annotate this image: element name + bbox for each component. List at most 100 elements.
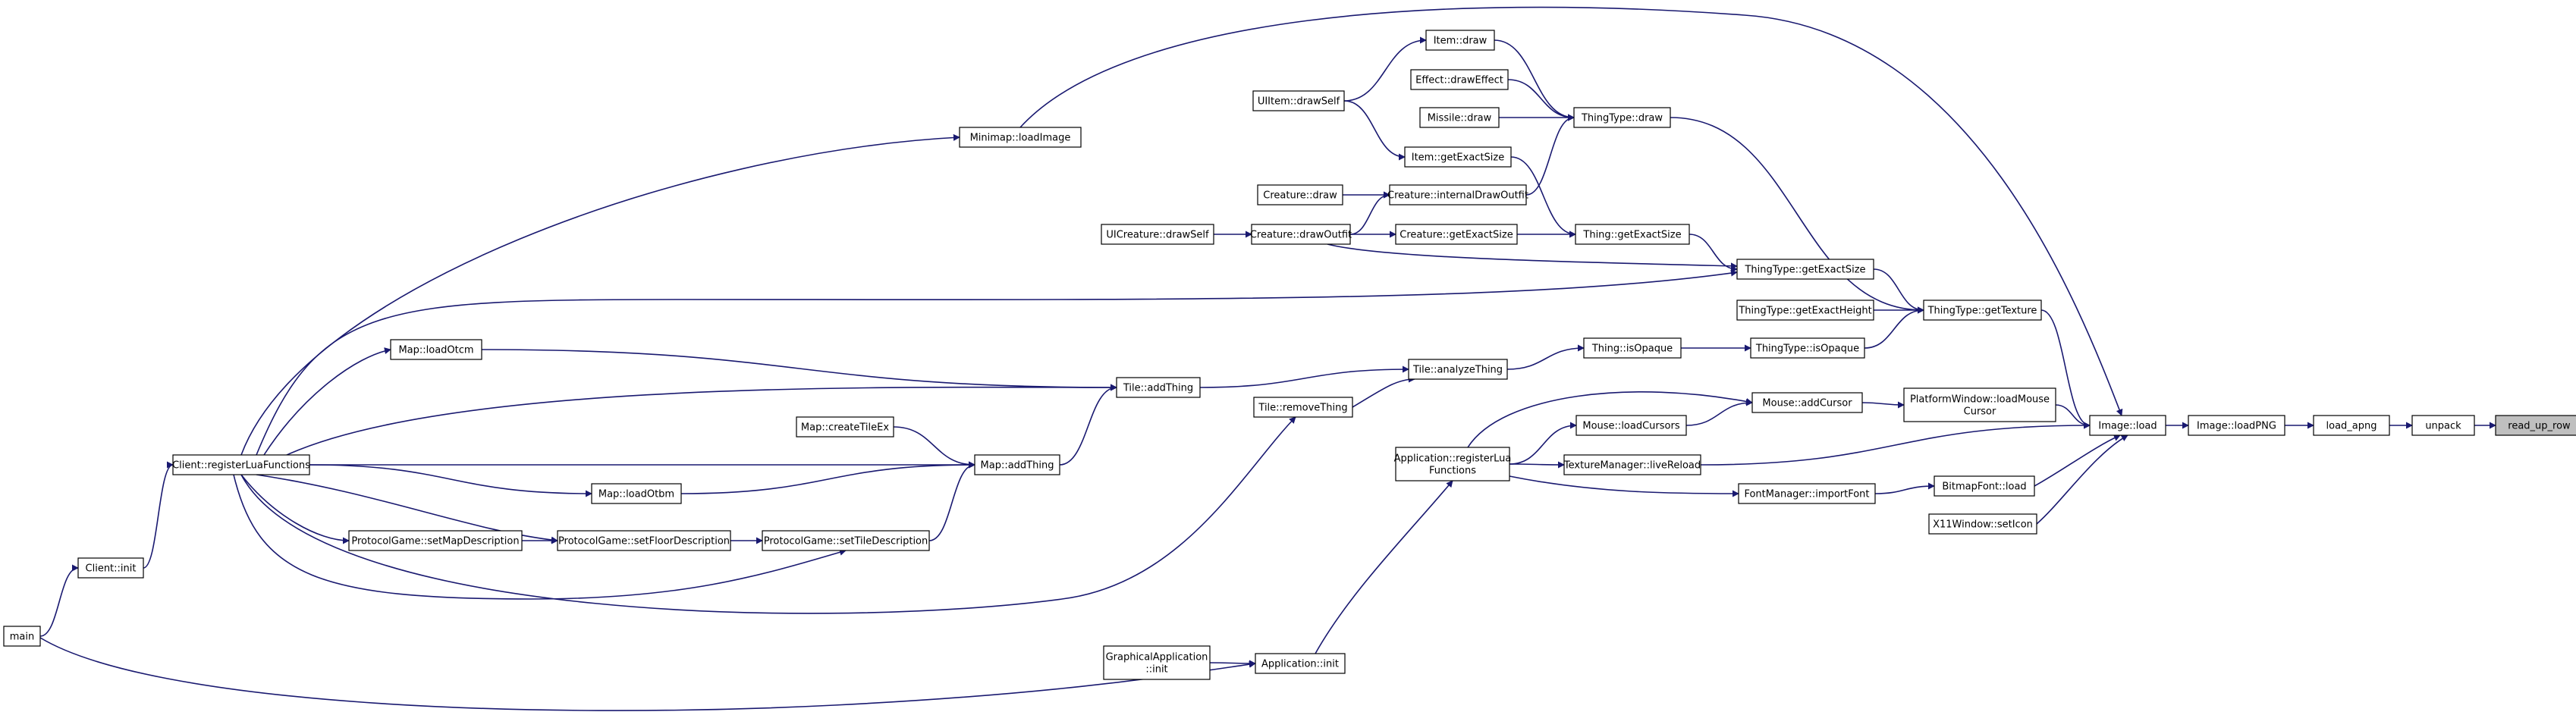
node-mouse-addcursor[interactable]: Mouse::addCursor (1751, 392, 1863, 413)
edge-app_registerlua-to-texturemanager_livereload (1509, 461, 1565, 469)
node-application-init[interactable]: Application::init (1255, 653, 1346, 674)
node-unpack[interactable]: unpack (2411, 415, 2475, 436)
node-client-registerlua[interactable]: Client::registerLuaFunctions (172, 454, 310, 475)
node-item-getexactsize[interactable]: Item::getExactSize (1404, 146, 1512, 168)
call-nodes: read_up_row unpack load_apng Image::loadPNG… (3, 30, 2576, 680)
node-label: Cursor (1964, 406, 1996, 418)
node-fontmanager-importfont[interactable]: FontManager::importFont (1738, 483, 1876, 504)
edge-application_init-to-app_registerlua (1315, 480, 1453, 654)
node-image-loadpng[interactable]: Image::loadPNG (2188, 415, 2285, 436)
node-label: X11Window::setIcon (1933, 519, 2033, 531)
node-label: PlatformWindow::loadMouse (1910, 394, 2050, 406)
node-map-loadotcm[interactable]: Map::loadOtcm (390, 339, 482, 360)
edge-creature_drawoutfit-to-thingtype_getexactsize (1327, 243, 1738, 270)
node-creature-internaldrawoutfit[interactable]: Creature::internalDrawOutfit (1387, 184, 1528, 205)
node-label: ::init (1145, 664, 1167, 676)
node-missile-draw[interactable]: Missile::draw (1419, 107, 1500, 128)
node-creature-draw[interactable]: Creature::draw (1257, 184, 1343, 205)
node-thingtype-getexactheight[interactable]: ThingType::getExactHeight (1736, 300, 1874, 321)
edge-uiitem_drawself-to-item_draw (1343, 36, 1427, 102)
node-read-up-row[interactable]: read_up_row (2495, 415, 2576, 436)
node-label: Application::init (1261, 659, 1339, 670)
edge-client_registerlua-to-pg_settiledescription (233, 474, 847, 600)
edge-item_getexactsize-to-thing_getexactsize (1510, 156, 1576, 238)
node-label: Mouse::addCursor (1762, 398, 1852, 409)
edge-main-to-application_init (39, 637, 1256, 711)
node-main[interactable]: main (3, 626, 41, 647)
edge-map_loadotcm-to-tile_addthing (481, 349, 1117, 391)
node-bitmapfont-load[interactable]: BitmapFont::load (1934, 475, 2035, 497)
node-label: Creature::internalDrawOutfit (1387, 190, 1528, 202)
edge-tile_addthing-to-tile_analyzething (1199, 365, 1409, 388)
node-map-createtileex[interactable]: Map::createTileEx (796, 416, 894, 438)
node-mouse-loadcursors[interactable]: Mouse::loadCursors (1575, 415, 1687, 436)
node-label: UIItem::drawSelf (1258, 96, 1340, 108)
edge-creature_drawoutfit-to-creature_internaldrawoutfit (1349, 191, 1390, 235)
node-thingtype-getexactsize[interactable]: ThingType::getExactSize (1736, 259, 1874, 280)
node-pg-settiledescription[interactable]: ProtocolGame::setTileDescription (762, 530, 930, 551)
node-load-apng[interactable]: load_apng (2313, 415, 2390, 436)
node-map-loadotbm[interactable]: Map::loadOtbm (591, 483, 682, 504)
edge-thingtype_getexactsize-to-thingtype_gettexture (1873, 268, 1924, 314)
node-creature-drawoutfit[interactable]: Creature::drawOutfit (1250, 224, 1352, 245)
node-uiitem-drawself[interactable]: UIItem::drawSelf (1252, 90, 1345, 111)
edge-thingtype_draw-to-thingtype_gettexture (1670, 117, 1924, 314)
edge-client_init-to-client_registerlua (143, 461, 174, 569)
node-label: Thing::isOpaque (1591, 343, 1673, 355)
edge-map_loadotbm-to-map_addthing (680, 461, 975, 494)
edge-x11window_seticon-to-image_load (2036, 434, 2128, 525)
node-label: ThingType::draw (1581, 113, 1663, 124)
edge-client_registerlua-to-minimap_loadimage (240, 133, 960, 456)
node-thing-isopaque[interactable]: Thing::isOpaque (1583, 337, 1682, 359)
node-map-addthing[interactable]: Map::addThing (974, 454, 1060, 475)
edge-thingtype_gettexture-to-image_load (2040, 309, 2091, 429)
edge-app_registerlua-to-mouse_loadcursors (1509, 422, 1577, 465)
node-uicreature-drawself[interactable]: UICreature::drawSelf (1101, 224, 1214, 245)
edge-platformwindow_loadmousecursor-to-image_load (2055, 404, 2091, 429)
edge-client_registerlua-to-tile_removething (240, 416, 1296, 614)
node-label: ProtocolGame::setMapDescription (351, 536, 519, 547)
node-label: Tile::addThing (1123, 383, 1193, 394)
node-label: ProtocolGame::setFloorDescription (558, 536, 730, 547)
node-pg-setmapdescription[interactable]: ProtocolGame::setMapDescription (348, 530, 523, 551)
node-label: Item::draw (1434, 36, 1487, 47)
node-minimap-loadimage[interactable]: Minimap::loadImage (959, 127, 1082, 148)
node-label: Client::init (86, 563, 137, 575)
node-texturemanager-livereload[interactable]: TextureManager::liveReload (1563, 454, 1701, 475)
node-graphicalapp-init[interactable]: GraphicalApplication::init (1103, 645, 1211, 680)
edge-client_registerlua-to-pg_setmapdescription (240, 474, 350, 544)
node-effect-draweffect[interactable]: Effect::drawEffect (1410, 69, 1509, 90)
node-app-registerlua[interactable]: Application::registerLuaFunctions (1394, 447, 1512, 481)
node-image-load[interactable]: Image::load (2089, 415, 2166, 436)
node-pg-setfloordescription[interactable]: ProtocolGame::setFloorDescription (557, 530, 731, 551)
node-thingtype-isopaque[interactable]: ThingType::isOpaque (1750, 337, 1865, 359)
node-item-draw[interactable]: Item::draw (1425, 30, 1495, 51)
node-tile-removething[interactable]: Tile::removeThing (1253, 397, 1353, 418)
edge-creature_internaldrawoutfit-to-thingtype_draw (1525, 114, 1575, 196)
node-x11window-seticon[interactable]: X11Window::setIcon (1928, 513, 2037, 535)
node-client-init[interactable]: Client::init (77, 557, 144, 579)
edge-thingtype_isopaque-to-thingtype_gettexture (1864, 306, 1924, 349)
node-label: Functions (1429, 466, 1476, 477)
edge-map_addthing-to-tile_addthing (1059, 384, 1117, 466)
node-tile-analyzething[interactable]: Tile::analyzeThing (1408, 359, 1508, 380)
node-label: Minimap::loadImage (970, 133, 1071, 144)
node-label: ThingType::isOpaque (1755, 343, 1859, 355)
node-thingtype-gettexture[interactable]: ThingType::getTexture (1923, 300, 2042, 321)
node-thing-getexactsize[interactable]: Thing::getExactSize (1575, 224, 1690, 245)
node-thingtype-draw[interactable]: ThingType::draw (1573, 107, 1671, 128)
edge-app_registerlua-to-mouse_addcursor (1467, 391, 1753, 448)
node-tile-addthing[interactable]: Tile::addThing (1116, 377, 1201, 398)
node-label: ThingType::getExactHeight (1738, 306, 1871, 317)
node-label: Creature::draw (1263, 190, 1337, 202)
edge-map_createtileex-to-map_addthing (893, 426, 975, 469)
edge-pg_settiledescription-to-map_addthing (928, 461, 975, 541)
node-label: unpack (2425, 421, 2461, 432)
edge-client_registerlua-to-tile_addthing (286, 384, 1117, 456)
node-label: Tile::removeThing (1258, 403, 1347, 414)
node-creature-getexactsize[interactable]: Creature::getExactSize (1395, 224, 1518, 245)
edge-app_registerlua-to-fontmanager_importfont (1509, 475, 1739, 497)
edge-effect_draweffect-to-thingtype_draw (1507, 79, 1575, 121)
edge-main-to-client_init (39, 564, 79, 637)
